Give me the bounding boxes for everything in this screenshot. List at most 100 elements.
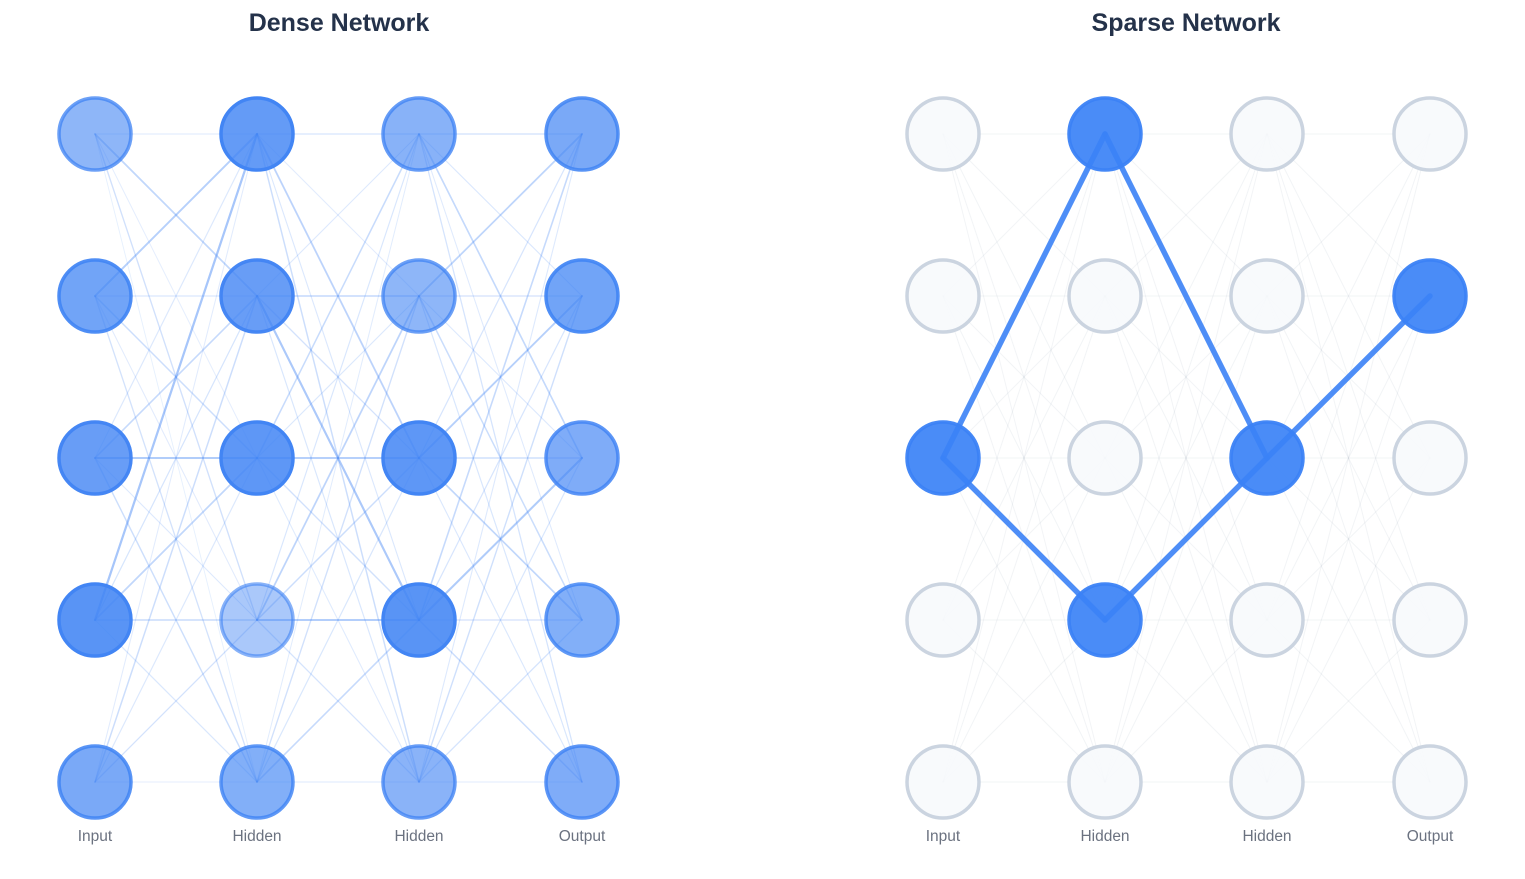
dense-edge bbox=[256, 295, 420, 459]
dense-edge bbox=[418, 457, 583, 783]
sparse-node-inactive bbox=[1229, 96, 1305, 172]
layer-label: Hidden bbox=[232, 828, 281, 845]
layer-label: Hidden bbox=[394, 828, 443, 845]
dense-edge bbox=[418, 619, 583, 783]
sparse-edge-inactive bbox=[1104, 133, 1268, 297]
dense-edge bbox=[256, 457, 420, 783]
sparse-edge-inactive bbox=[1104, 133, 1268, 783]
dense-node bbox=[381, 96, 457, 172]
dense-node bbox=[219, 258, 295, 334]
layer-label: Output bbox=[1407, 828, 1454, 845]
dense-edge bbox=[256, 295, 420, 459]
sparse-edge-inactive bbox=[942, 457, 1106, 783]
dense-edge bbox=[418, 133, 583, 783]
sparse-edge-inactive bbox=[942, 133, 1106, 621]
dense-edge bbox=[418, 619, 583, 783]
dense-edge bbox=[94, 295, 258, 459]
dense-edge bbox=[256, 133, 420, 783]
dense-node bbox=[544, 744, 620, 820]
sparse-edge-active bbox=[1102, 131, 1270, 461]
dense-node bbox=[57, 582, 133, 658]
dense-node bbox=[544, 96, 620, 172]
dense-node bbox=[57, 96, 133, 172]
sparse-edge-inactive bbox=[942, 295, 1106, 459]
sparse-edge-inactive bbox=[942, 619, 1106, 783]
dense-edge bbox=[256, 133, 420, 459]
layer-label: Hidden bbox=[1242, 828, 1291, 845]
sparse-edge-inactive bbox=[1266, 457, 1431, 783]
dense-edge bbox=[93, 132, 259, 622]
sparse-node-inactive bbox=[1392, 96, 1468, 172]
sparse-node-inactive bbox=[1067, 744, 1143, 820]
sparse-edge-inactive bbox=[942, 133, 1106, 621]
sparse-node-inactive bbox=[905, 582, 981, 658]
dense-edge bbox=[94, 457, 258, 783]
dense-edge bbox=[256, 295, 420, 621]
dense-node bbox=[57, 420, 133, 496]
sparse-edge-inactive bbox=[942, 295, 1106, 459]
dense-edge bbox=[418, 133, 583, 297]
sparse-node-active bbox=[1229, 420, 1305, 496]
sparse-edge-inactive bbox=[942, 133, 1106, 297]
dense-edge bbox=[418, 133, 583, 783]
sparse-node-inactive bbox=[905, 96, 981, 172]
sparse-edge-inactive bbox=[1266, 295, 1431, 621]
dense-edge bbox=[417, 456, 584, 622]
dense-edge bbox=[94, 133, 258, 459]
dense-edge bbox=[256, 295, 420, 783]
sparse-edge-inactive bbox=[1104, 295, 1268, 459]
sparse-edge-inactive bbox=[1104, 295, 1268, 621]
dense-edge bbox=[418, 133, 583, 459]
dense-edge bbox=[94, 133, 258, 459]
sparse-node-inactive bbox=[1067, 420, 1143, 496]
sparse-edge-inactive bbox=[1266, 619, 1431, 783]
sparse-edge-inactive bbox=[942, 133, 1106, 783]
sparse-edge-inactive bbox=[942, 295, 1106, 621]
sparse-node-inactive bbox=[1229, 582, 1305, 658]
dense-edge bbox=[94, 457, 258, 621]
dense-edge bbox=[256, 133, 420, 783]
sparse-node-active bbox=[1392, 258, 1468, 334]
dense-edge bbox=[256, 457, 420, 783]
sparse-edge-inactive bbox=[1266, 133, 1431, 783]
sparse-network-title: Sparse Network bbox=[1091, 9, 1281, 37]
sparse-node-inactive bbox=[1229, 258, 1305, 334]
dense-node bbox=[219, 744, 295, 820]
sparse-edge-inactive bbox=[942, 457, 1106, 783]
sparse-edge-inactive bbox=[1104, 133, 1268, 621]
sparse-edge-inactive bbox=[1104, 457, 1268, 783]
dense-node bbox=[544, 420, 620, 496]
dense-edge bbox=[94, 133, 258, 297]
sparse-node-inactive bbox=[1392, 420, 1468, 496]
sparse-node-active bbox=[905, 420, 981, 496]
sparse-edge-inactive bbox=[1266, 133, 1431, 783]
dense-edge bbox=[94, 295, 258, 621]
sparse-edge-inactive bbox=[1266, 133, 1431, 297]
layer-label: Hidden bbox=[1080, 828, 1129, 845]
dense-edge bbox=[94, 457, 258, 621]
dense-edge bbox=[255, 294, 421, 622]
dense-edge bbox=[94, 133, 258, 297]
dense-edge bbox=[94, 295, 258, 783]
dense-node bbox=[57, 258, 133, 334]
dense-edge bbox=[418, 295, 583, 621]
dense-node bbox=[219, 96, 295, 172]
sparse-edge-active bbox=[940, 455, 1108, 623]
sparse-edge-inactive bbox=[1266, 295, 1431, 621]
dense-edge bbox=[94, 133, 258, 783]
dense-edge bbox=[94, 133, 258, 621]
dense-edge bbox=[256, 133, 420, 297]
sparse-node-inactive bbox=[905, 744, 981, 820]
sparse-edge-inactive bbox=[1266, 133, 1431, 459]
sparse-edge-inactive bbox=[942, 133, 1106, 297]
dense-edge bbox=[418, 133, 583, 297]
sparse-edge-inactive bbox=[942, 133, 1106, 783]
dense-edge bbox=[418, 133, 583, 459]
dense-edge bbox=[256, 457, 420, 621]
sparse-edge-inactive bbox=[1104, 457, 1268, 783]
sparse-edge-inactive bbox=[1266, 133, 1431, 297]
sparse-edge-inactive bbox=[1104, 619, 1268, 783]
sparse-edge-inactive bbox=[1104, 295, 1268, 621]
sparse-edge-inactive bbox=[942, 619, 1106, 783]
